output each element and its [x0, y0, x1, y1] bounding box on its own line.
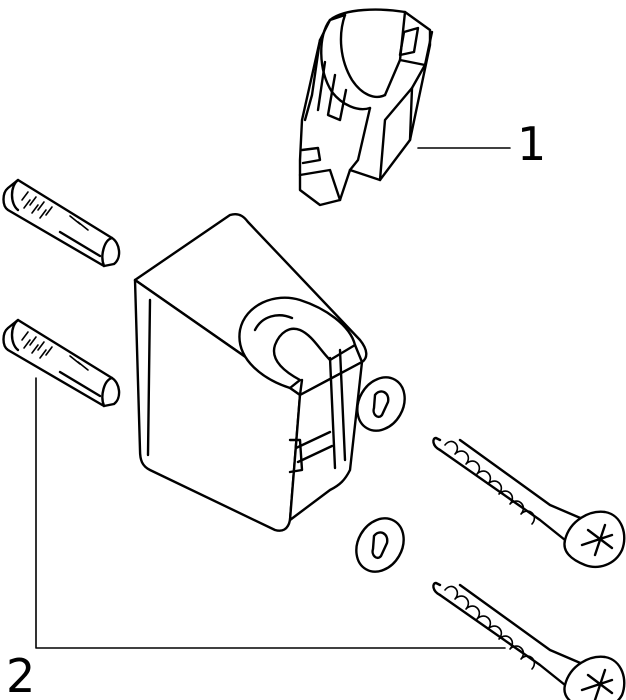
main-wall-bracket	[133, 213, 368, 532]
callout-2-leader-line	[35, 377, 506, 649]
wall-anchor-lower	[2, 318, 121, 408]
callout-2-label: 2	[6, 649, 35, 700]
washer-lower	[355, 517, 405, 573]
washer-upper	[356, 376, 406, 432]
screw-upper	[432, 436, 626, 569]
wall-anchor-upper	[2, 178, 121, 268]
screw-lower	[432, 581, 626, 700]
callout-1: 1	[417, 117, 546, 171]
part-1-holder-insert	[298, 8, 434, 207]
callout-1-label: 1	[517, 117, 546, 171]
callout-2: 2	[6, 377, 506, 700]
